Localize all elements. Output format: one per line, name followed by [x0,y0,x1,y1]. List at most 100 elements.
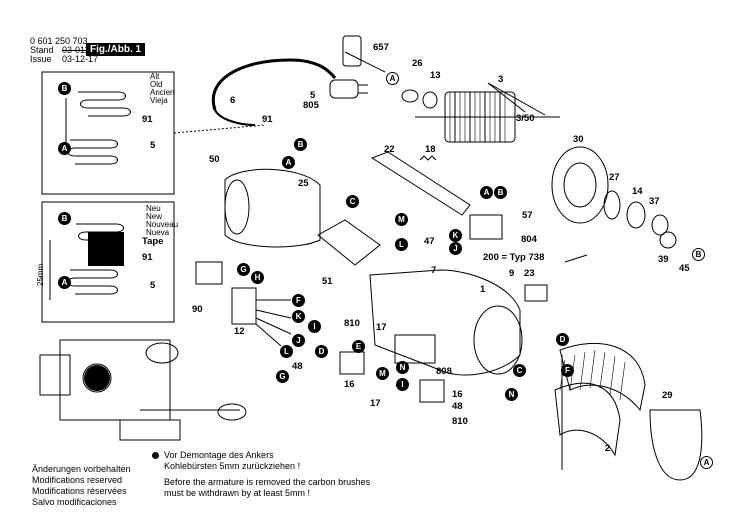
part-808: 808 [436,366,452,377]
callout-l: L [395,238,408,251]
callout-d: D [556,333,569,346]
callout-j: J [292,334,305,347]
callout-n: N [505,388,518,401]
inset-old-title-2: Old [150,80,163,89]
changes-note-fr: Modifications réservées [32,486,127,496]
part-200-typ-738: 200 = Typ 738 [483,252,545,263]
callout-a: A [700,456,713,469]
part-14: 14 [632,186,643,197]
part-48: 48 [292,361,303,372]
part-16: 16 [452,389,463,400]
part-5: 5 [150,280,156,291]
part-3: 3 [498,74,504,85]
callout-b: B [692,248,705,261]
part-23: 23 [524,268,535,279]
part-5: 5 [150,140,156,151]
part-805: 805 [303,100,319,111]
part-26: 26 [412,58,423,69]
part-25: 25 [298,178,309,189]
callout-a: A [282,156,295,169]
issue-label: Issue [30,54,52,64]
part-3-50: 3/50 [516,113,535,124]
callout-i: I [308,320,321,333]
notice-de-line2: Kohlebürsten 5mm zurückziehen ! [164,461,301,471]
part-39: 39 [658,254,669,265]
callout-a: A [58,276,71,289]
inset-new-title-2: New [146,212,163,221]
part-17: 17 [370,398,381,409]
part-13: 13 [430,70,441,81]
changes-note-es: Salvo modificaciones [32,497,117,507]
callout-b: B [494,186,507,199]
part-91: 91 [262,114,273,125]
stand-value: 03-011 [62,45,90,55]
part-657: 657 [373,42,389,53]
part-18: 18 [425,144,436,155]
callout-m: M [376,367,389,380]
part-7: 7 [431,265,437,276]
part-50: 50 [209,154,220,165]
tape-label: Tape [142,236,164,247]
issue-value: 03-12-17 [62,54,99,64]
part-30: 30 [573,134,584,145]
part-57: 57 [522,210,533,221]
part-6: 6 [230,95,236,106]
inset-new-frame [41,201,175,323]
changes-note-en: Modifications reserved [32,475,123,485]
part-2: 2 [605,443,611,454]
callout-m: M [395,213,408,226]
inset-old-title-1: Alt [150,72,160,81]
callout-j: J [449,242,462,255]
dimension-25mm: 25mm [36,263,46,287]
part-1: 1 [480,284,486,295]
part-29: 29 [662,390,673,401]
inset-new-title-1: Neu [146,204,161,213]
callout-a: A [58,142,71,155]
callout-c: C [513,364,526,377]
callout-b: B [58,82,71,95]
part-16: 16 [344,379,355,390]
part-91: 91 [142,114,153,125]
part-90: 90 [192,304,203,315]
callout-k: K [449,229,462,242]
notice-en-line1: Before the armature is removed the carbo… [164,477,371,487]
tape-band [88,232,124,266]
callout-l: L [280,345,293,358]
callout-e: E [352,340,365,353]
part-45: 45 [679,263,690,274]
figure-badge: Fig./Abb. 1 [86,43,146,56]
part-9: 9 [509,268,515,279]
part-12: 12 [234,326,245,337]
inset-new-title-3: Nouveau [146,220,179,229]
callout-h: H [251,271,264,284]
changes-note-de: Änderungen vorbehalten [32,464,131,474]
inset-new-title-4: Nueva [146,228,170,237]
callout-g: G [237,263,250,276]
callout-f: F [561,364,574,377]
part-810: 810 [344,318,360,329]
part-37: 37 [649,196,660,207]
part-27: 27 [609,172,620,183]
callout-b: B [58,212,71,225]
callout-c: C [346,195,359,208]
inset-old-title-3: Ancien [150,88,175,97]
notice-en-line2: must be withdrawn by at least 5mm ! [164,488,311,498]
callout-a: A [480,186,493,199]
callout-k: K [292,310,305,323]
part-804: 804 [521,234,537,245]
part-48: 48 [452,401,463,412]
inset-old-title-4: Vieja [150,96,168,105]
part-47: 47 [424,236,435,247]
part-5: 5 [310,90,316,101]
callout-n: N [396,361,409,374]
stand-label: Stand [30,45,54,55]
callout-b: B [294,138,307,151]
callout-d: D [315,345,328,358]
part-91: 91 [142,252,153,263]
part-number: 0 601 250 703 [30,36,88,46]
part-810: 810 [452,416,468,427]
part-22: 22 [384,144,395,155]
callout-a: A [386,72,399,85]
callout-i: I [396,378,409,391]
